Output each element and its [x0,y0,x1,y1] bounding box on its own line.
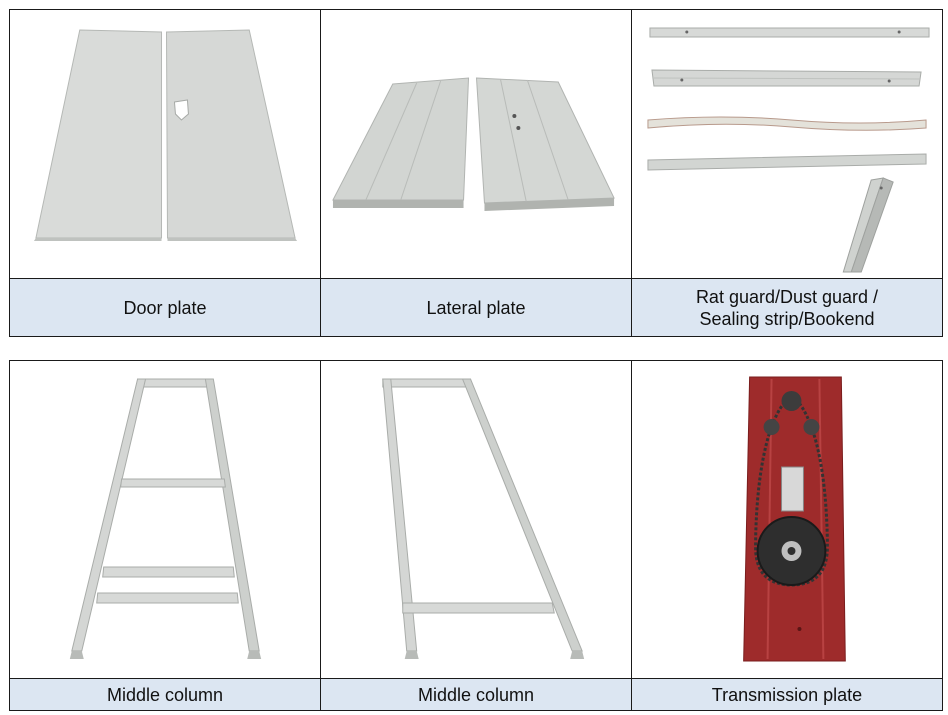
door-plate-image [9,9,321,279]
transmission-plate-label: Transmission plate [631,678,943,711]
middle-column-ladder-image [9,360,321,679]
transmission-plate-image [631,360,943,679]
door-plate-label: Door plate [9,278,321,337]
middle-column-frame-image [320,360,632,679]
lateral-plate-image [320,9,632,279]
middle-column-frame-label: Middle column [320,678,632,711]
parts-table-bottom: Middle column Middle column Transmission… [9,360,943,711]
rat-guard-image [631,9,943,279]
rat-guard-label: Rat guard/Dust guard / Sealing strip/Boo… [631,278,943,337]
middle-column-ladder-label: Middle column [9,678,321,711]
parts-table-top: Door plate Lateral plate Rat guard/Dust … [9,9,943,337]
lateral-plate-label: Lateral plate [320,278,632,337]
